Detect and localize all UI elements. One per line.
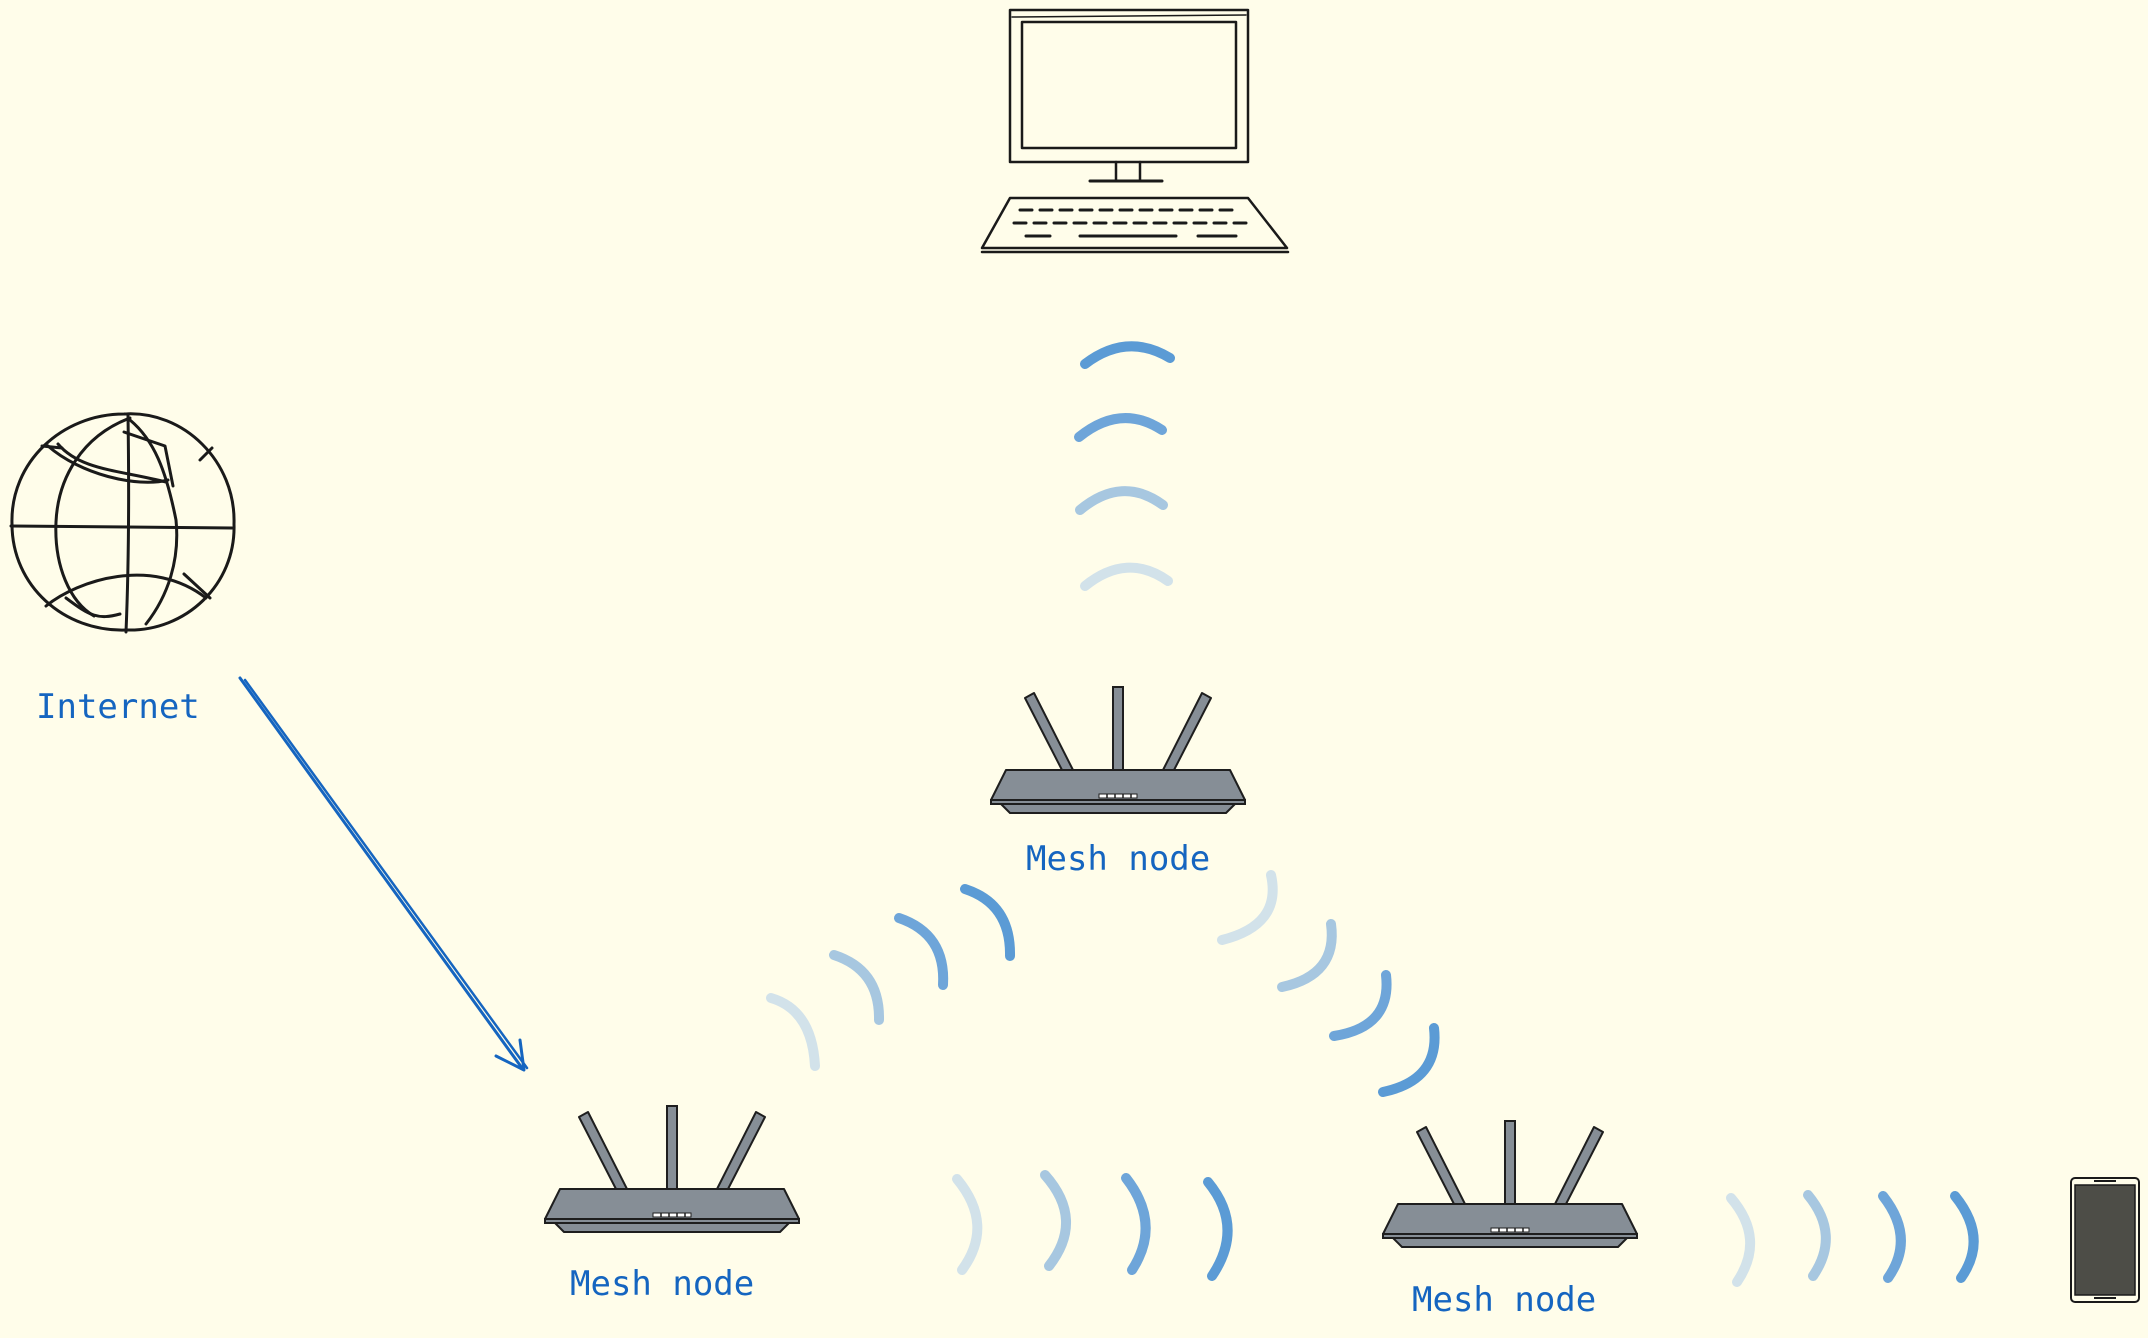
desktop-computer-icon — [982, 10, 1288, 252]
router-icon-right — [1383, 1121, 1637, 1247]
smartphone-icon — [2071, 1178, 2139, 1302]
mesh-node-left-label: Mesh node — [570, 1264, 754, 1304]
wifi-signal-right-to-phone — [1731, 1195, 1974, 1282]
globe-icon — [11, 414, 234, 632]
mesh-node-right-label: Mesh node — [1412, 1280, 1596, 1320]
wifi-signal-top-to-right — [1222, 875, 1435, 1092]
mesh-node-top-label: Mesh node — [1026, 839, 1210, 879]
router-icon-top — [991, 687, 1245, 813]
wifi-signal-left-to-top — [771, 889, 1010, 1066]
wifi-signal-left-to-right — [957, 1175, 1228, 1276]
internet-to-mesh-arrow — [240, 678, 527, 1070]
wifi-signal-up — [1079, 346, 1170, 586]
internet-label: Internet — [36, 687, 200, 727]
router-icon-left — [545, 1106, 799, 1232]
